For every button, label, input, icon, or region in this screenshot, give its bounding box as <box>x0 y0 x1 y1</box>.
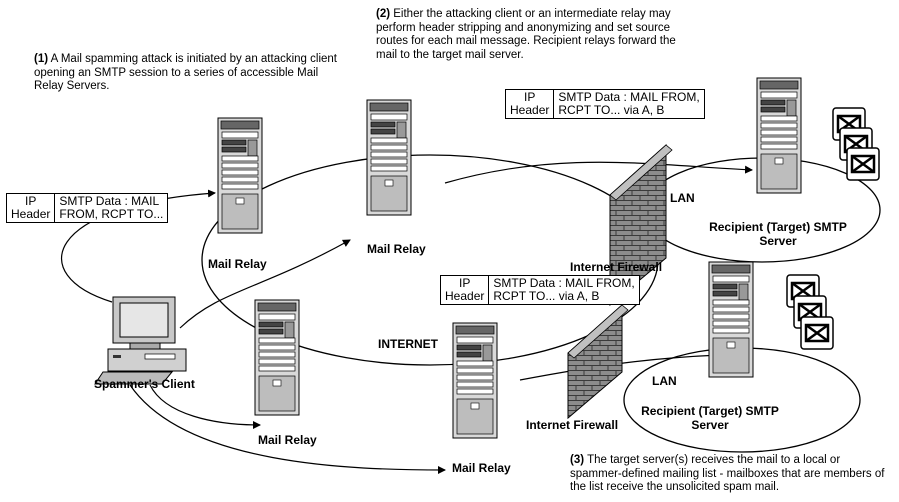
caption-step-1: (1) A Mail spamming attack is initiated … <box>34 53 346 94</box>
step-1-number: (1) <box>34 53 49 65</box>
arrow-client-to-relay3 <box>149 384 261 429</box>
ip-packet-box: IP Header SMTP Data : MAIL FROM, RCPT TO… <box>505 89 705 119</box>
arrow-client-to-relay4 <box>129 384 446 474</box>
mail-relay-label: Mail Relay <box>208 257 267 271</box>
firewall-top <box>609 143 673 307</box>
server-icon <box>217 117 263 234</box>
arrow-relay-to-target-top <box>444 161 753 184</box>
packet-header-cell: IP Header <box>441 276 490 304</box>
lan-label: LAN <box>652 374 677 388</box>
step-1-text: A Mail spamming attack is initiated by a… <box>34 53 337 92</box>
packet-header-cell: IP Header <box>506 90 555 118</box>
packet-data-cell: SMTP Data : MAIL FROM, RCPT TO... via A,… <box>493 276 635 303</box>
step-2-text: Either the attacking client or an interm… <box>376 8 676 61</box>
lan-label: LAN <box>670 191 695 205</box>
step-3-number: (3) <box>570 454 585 466</box>
envelope-icon <box>799 315 835 351</box>
desktop-computer-icon <box>94 296 187 385</box>
packet-data-cell: SMTP Data : MAIL FROM, RCPT TO... <box>59 194 164 221</box>
server-icon <box>756 77 802 194</box>
spammer-client-label: Spammer's Client <box>94 377 195 391</box>
mail-relay-label: Mail Relay <box>258 433 317 447</box>
mail-relay-label: Mail Relay <box>367 242 426 256</box>
packet-data-cell: SMTP Data : MAIL FROM, RCPT TO... via A,… <box>558 90 700 117</box>
ip-packet-box: IP Header SMTP Data : MAIL FROM, RCPT TO… <box>6 193 169 223</box>
internet-label: INTERNET <box>378 337 438 351</box>
caption-step-3: (3) The target server(s) receives the ma… <box>570 454 895 495</box>
internet-firewall-label: Internet Firewall <box>526 418 619 432</box>
envelope-icon <box>845 146 881 182</box>
internet-firewall-label: Internet Firewall <box>570 260 663 274</box>
server-icon <box>254 299 300 416</box>
arrow-relay-to-target-bottom <box>519 351 721 381</box>
mail-relay-label: Mail Relay <box>452 461 511 475</box>
server-icon <box>708 261 754 378</box>
packet-header-cell: IP Header <box>7 194 56 222</box>
caption-step-2: (2) Either the attacking client or an in… <box>376 8 681 62</box>
recipient-server-label: Recipient (Target) SMTP Server <box>709 220 847 248</box>
step-2-number: (2) <box>376 8 391 20</box>
firewall-bottom <box>567 303 629 420</box>
arrow-client-to-relay2 <box>179 239 351 329</box>
server-icon <box>366 99 412 216</box>
recipient-server-label: Recipient (Target) SMTP Server <box>641 404 779 432</box>
step-3-text: The target server(s) receives the mail t… <box>570 454 885 493</box>
ip-packet-box: IP Header SMTP Data : MAIL FROM, RCPT TO… <box>440 275 640 305</box>
server-icon <box>452 322 498 439</box>
